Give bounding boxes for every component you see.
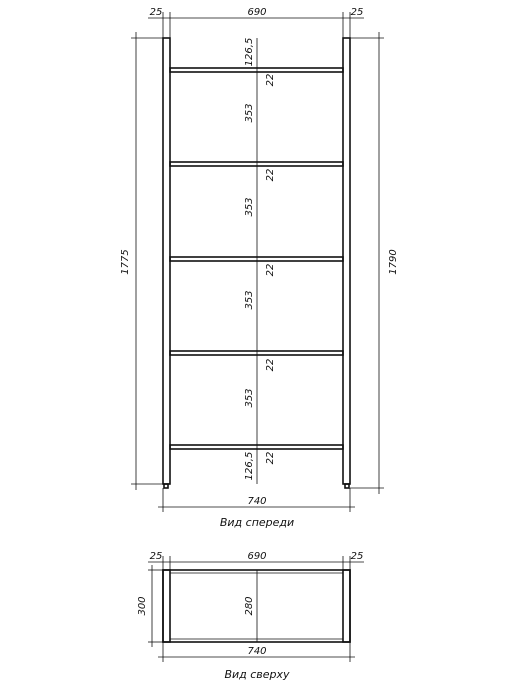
dim-total-width: 740 <box>247 646 266 657</box>
dim-total-width: 740 <box>247 496 266 507</box>
top-view: 25 690 25 280 300 740 Вид сверху <box>137 551 364 681</box>
dim-inner-width: 690 <box>247 551 266 562</box>
dim-shelf-thickness: 22 <box>265 169 276 182</box>
dim-bottom-gap: 126,5 <box>244 452 255 481</box>
left-post <box>162 37 171 485</box>
dim-shelf-thickness: 22 <box>265 359 276 372</box>
top-view-caption: Вид сверху <box>224 668 290 681</box>
dim-left-height: 1775 <box>120 249 131 274</box>
right-post-plan <box>342 569 351 643</box>
dim-shelf-thickness: 22 <box>265 452 276 465</box>
dim-shelf-thickness: 22 <box>265 74 276 87</box>
dim-right-height: 1790 <box>388 249 399 274</box>
dim-left-post-width: 25 <box>150 551 163 562</box>
dim-shelf-thickness: 22 <box>265 264 276 277</box>
dim-inner-width: 690 <box>247 7 266 18</box>
shelf <box>169 161 344 167</box>
front-view-caption: Вид спереди <box>220 516 294 529</box>
left-foot <box>163 483 169 489</box>
dim-shelf-gap: 353 <box>244 388 255 407</box>
right-post <box>342 37 351 485</box>
dim-shelf-gap: 353 <box>244 197 255 216</box>
dim-shelf-gap: 353 <box>244 290 255 309</box>
front-view: 25 690 25 126,5 22 353 22 353 22 353 22 … <box>120 7 399 529</box>
dim-right-post-width: 25 <box>351 7 364 18</box>
shelf <box>169 350 344 356</box>
dim-depth: 300 <box>137 596 148 615</box>
right-foot <box>344 483 350 489</box>
dim-shelf-gap: 353 <box>244 103 255 122</box>
shelf-plan <box>162 569 351 643</box>
dim-top-gap: 126,5 <box>244 38 255 67</box>
dim-right-post-width: 25 <box>351 551 364 562</box>
shelf <box>169 444 344 450</box>
dim-inner-depth: 280 <box>244 596 255 615</box>
shelf <box>169 67 344 73</box>
left-post-plan <box>162 569 171 643</box>
shelf <box>169 256 344 262</box>
shelves <box>169 67 344 450</box>
dim-left-post-width: 25 <box>150 7 163 18</box>
